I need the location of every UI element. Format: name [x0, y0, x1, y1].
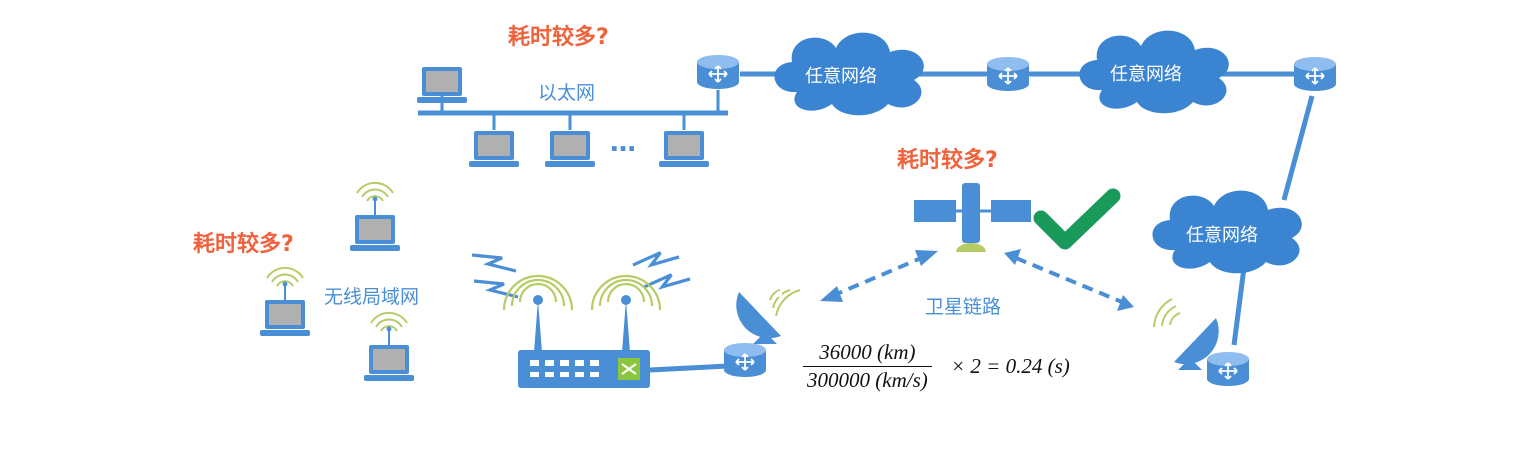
question-ethernet: 耗时较多?	[508, 25, 609, 50]
formula-fraction: 36000 (km) 300000 (km/s)	[803, 340, 932, 393]
ethernet-laptop-2	[469, 131, 519, 167]
formula-result: × 2 = 0.24 (s)	[950, 354, 1070, 378]
propagation-delay-formula: 36000 (km) 300000 (km/s) × 2 = 0.24 (s)	[803, 340, 1070, 393]
question-wlan: 耗时较多?	[193, 232, 294, 257]
router-backbone-middle	[986, 56, 1030, 92]
wlan-laptop-3	[364, 313, 414, 381]
router-right-ground-station	[1206, 351, 1250, 387]
cloud-label-3: 任意网络	[1186, 225, 1258, 246]
formula-denominator: 300000 (km/s)	[807, 368, 928, 392]
cloud-label-1: 任意网络	[805, 66, 877, 87]
question-satellite: 耗时较多?	[897, 148, 998, 173]
dish-antenna-right	[1153, 298, 1220, 371]
ethernet-laptop-4	[659, 131, 709, 167]
radio-signal-icon-3	[631, 241, 681, 281]
formula-numerator: 36000 (km)	[803, 340, 932, 367]
wlan-laptop-1	[350, 183, 400, 251]
satellite-icon	[914, 183, 1031, 252]
wlan-label: 无线局域网	[324, 286, 420, 308]
radio-signal-icon-1	[470, 253, 518, 273]
ethernet-laptop-3	[545, 131, 595, 167]
satellite-link-label: 卫星链路	[925, 296, 1002, 318]
ethernet-laptop-1	[417, 67, 467, 103]
wlan-laptop-2	[260, 268, 310, 336]
check-icon	[1033, 188, 1121, 250]
ethernet-more-hosts-ellipsis: …	[610, 128, 636, 158]
router-wlan-ground-station	[723, 342, 767, 378]
ethernet-label: 以太网	[538, 82, 596, 104]
cloud-label-2: 任意网络	[1110, 64, 1182, 85]
satellite-link-arrow-right	[1004, 249, 1134, 311]
satellite-link-arrow-left	[820, 250, 938, 302]
router-ethernet-gateway	[696, 54, 740, 90]
router-backbone-right	[1293, 56, 1337, 92]
wireless-access-point	[502, 274, 662, 388]
dish-antenna-left	[735, 289, 801, 345]
